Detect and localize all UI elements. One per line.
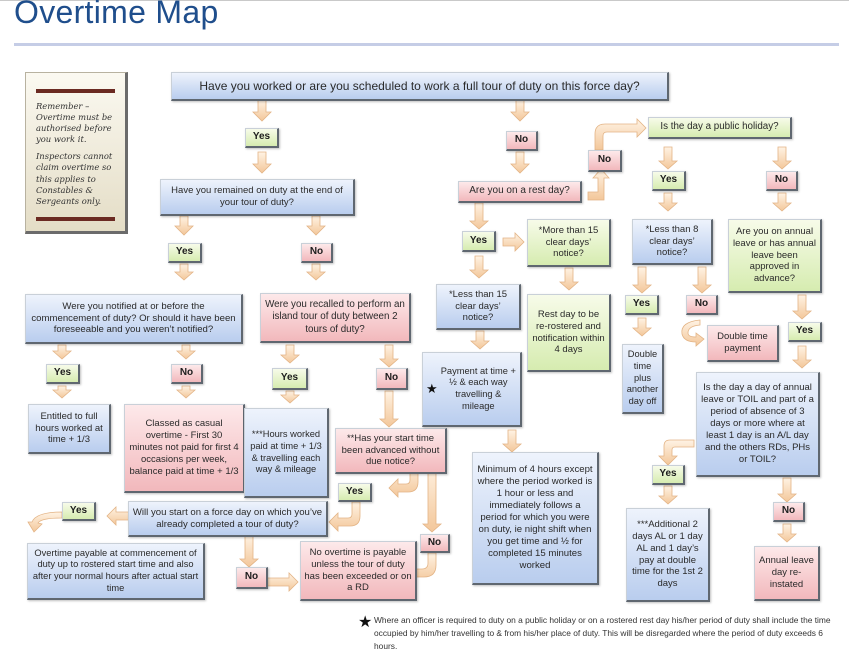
answer-no-rest-day: No	[588, 150, 622, 172]
travel-star-icon: ★	[426, 380, 438, 396]
note-paragraph-1: Remember – Overtime must be authorised b…	[36, 101, 113, 145]
question-public-holiday: Is the day a public holiday?	[648, 117, 792, 139]
answer-yes-annual-leave: Yes	[788, 322, 822, 342]
answer-yes-rest-day: Yes	[462, 231, 496, 252]
question-remained-on-duty: Have you remained on duty at the end of …	[160, 179, 355, 216]
answer-yes-remained: Yes	[168, 243, 202, 263]
footnote-text: Where an officer is required to duty on …	[374, 615, 831, 652]
result-rest-day-rerostered: Rest day to be re-rostered and notificat…	[527, 294, 611, 372]
answer-no-public-holiday: No	[766, 171, 798, 191]
answer-no-less-8: No	[686, 295, 718, 315]
result-entitled-full-hours: Entitled to full hours worked at time + …	[28, 404, 111, 454]
answer-yes-public-holiday: Yes	[652, 171, 686, 191]
result-payment-time-half: ★ Payment at time + ½ & each way travell…	[422, 352, 522, 427]
note-bottom-bar	[36, 216, 115, 221]
result-casual-overtime: Classed as casual overtime - First 30 mi…	[124, 404, 245, 493]
answer-no-full-tour: No	[506, 131, 538, 151]
answer-yes-full-tour: Yes	[245, 128, 279, 148]
footnote: ★ Where an officer is required to duty o…	[358, 614, 840, 653]
question-recalled: Were you recalled to perform an island t…	[260, 293, 411, 343]
footnote-star-icon: ★	[358, 614, 373, 631]
question-notified: Were you notified at or before the comme…	[25, 294, 243, 344]
result-double-time-plus-day-off: Double time plus another day off	[622, 344, 664, 414]
answer-no-notified: No	[171, 364, 203, 384]
title-underline	[14, 43, 839, 46]
payment-text: Payment at time + ½ & each way travellin…	[440, 365, 516, 411]
result-hours-worked-travel: ***Hours worked paid at time + 1/3 & tra…	[244, 408, 329, 498]
answer-no-force-day: No	[236, 567, 268, 589]
question-more-than-15-days: *More than 15 clear days’ notice?	[527, 219, 611, 267]
answer-yes-start-advanced: Yes	[338, 483, 372, 502]
question-less-than-8-days: *Less than 8 clear days’ notice?	[632, 219, 713, 265]
question-less-than-15-days: *Less than 15 clear days’ notice?	[436, 284, 521, 330]
answer-yes-less-8: Yes	[625, 295, 659, 315]
answer-no-toil: No	[773, 502, 805, 522]
answer-yes-force-day: Yes	[62, 502, 96, 521]
reminder-note: Remember – Overtime must be authorised b…	[25, 72, 128, 234]
result-additional-2-days: ***Additional 2 days AL or 1 day AL and …	[626, 508, 710, 602]
question-full-tour: Have you worked or are you scheduled to …	[171, 72, 669, 101]
result-minimum-4-hours: Minimum of 4 hours except where the peri…	[472, 452, 599, 585]
answer-no-remained: No	[301, 243, 333, 263]
answer-no-start-advanced: No	[420, 534, 450, 553]
result-annual-leave-reinstated: Annual leave day re-instated	[754, 546, 820, 601]
question-toil-period: Is the day a day of annual leave or TOIL…	[696, 372, 820, 477]
note-top-bar	[36, 89, 115, 93]
note-paragraph-2: Inspectors cannot claim overtime so this…	[36, 151, 113, 206]
result-double-time-payment: Double time payment	[707, 325, 779, 362]
top-border	[0, 0, 849, 1]
question-force-day: Will you start on a force day on which y…	[128, 501, 328, 537]
question-annual-leave: Are you on annual leave or has annual le…	[728, 219, 822, 293]
question-rest-day: Are you on a rest day?	[458, 181, 582, 203]
result-overtime-payable: Overtime payable at commencement of duty…	[27, 543, 205, 600]
answer-yes-notified: Yes	[46, 364, 80, 384]
answer-no-recalled: No	[376, 368, 408, 390]
result-no-overtime: No overtime is payable unless the tour o…	[300, 541, 417, 601]
answer-yes-toil: Yes	[652, 465, 685, 485]
question-start-advanced: **Has your start time been advanced with…	[335, 428, 447, 474]
answer-yes-recalled: Yes	[272, 368, 308, 390]
page-title: Overtime Map	[14, 0, 219, 30]
